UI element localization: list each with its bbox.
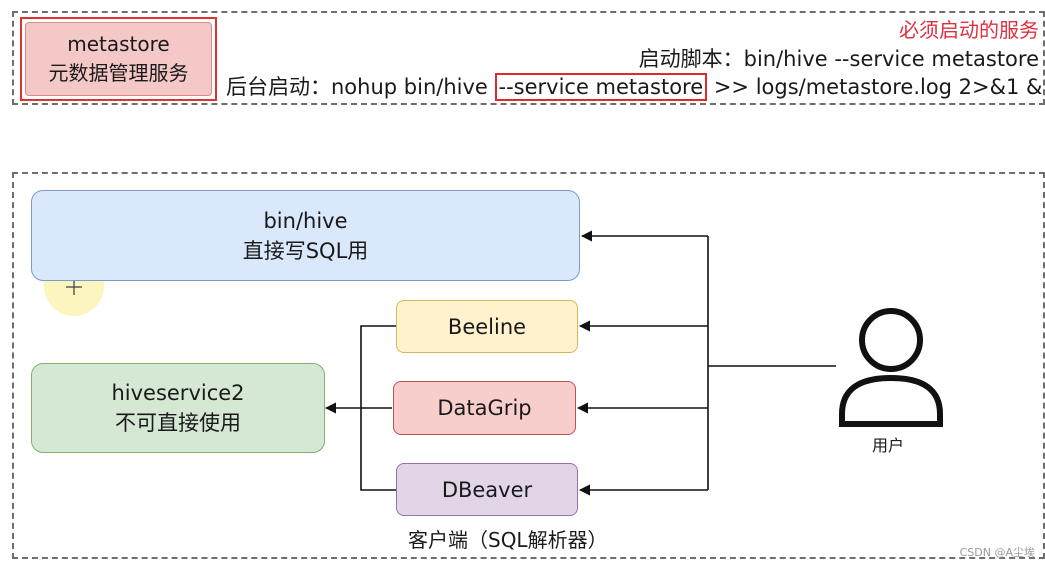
client-beeline-label: Beeline <box>447 314 527 339</box>
bin-hive-node[interactable]: bin/hive 直接写SQL用 <box>31 190 580 281</box>
background-start-label: 后台启动： <box>226 75 331 99</box>
hiveservice2-node[interactable]: hiveservice2 不可直接使用 <box>31 363 325 453</box>
hiveservice2-subtitle: 不可直接使用 <box>115 411 241 435</box>
service-metastore-highlight: --service metastore <box>494 73 708 101</box>
start-script-line: 启动脚本：bin/hive --service metastore <box>639 46 1039 72</box>
watermark: CSDN @A尘埃 <box>959 546 1035 559</box>
user-icon <box>839 308 943 427</box>
required-service-label: 必须启动的服务 <box>899 18 1039 42</box>
metastore-box-inner: metastore 元数据管理服务 <box>25 22 212 96</box>
clients-caption: 客户端（SQL解析器） <box>408 528 608 552</box>
top-section-frame <box>12 11 1045 105</box>
metastore-title: metastore <box>67 32 170 56</box>
client-datagrip[interactable]: DataGrip <box>393 381 576 435</box>
background-start-line: 后台启动：nohup bin/hive --service metastore … <box>226 73 1043 101</box>
user-label: 用户 <box>872 436 905 455</box>
metastore-subtitle: 元数据管理服务 <box>48 61 189 85</box>
client-dbeaver[interactable]: DBeaver <box>396 463 578 516</box>
hiveservice2-title: hiveservice2 <box>111 381 245 405</box>
start-script-label: 启动脚本： <box>638 47 744 71</box>
client-beeline[interactable]: Beeline <box>396 300 578 353</box>
bin-hive-subtitle: 直接写SQL用 <box>242 238 369 263</box>
metastore-box[interactable]: metastore 元数据管理服务 <box>20 17 217 101</box>
cursor-crosshair <box>66 279 82 295</box>
client-dbeaver-label: DBeaver <box>441 477 533 502</box>
client-section-frame <box>12 172 1045 559</box>
bin-hive-title: bin/hive <box>263 208 348 233</box>
client-datagrip-label: DataGrip <box>437 396 532 420</box>
background-start-prefix: nohup bin/hive <box>331 75 495 99</box>
background-start-suffix: >> logs/metastore.log 2>&1 & <box>707 75 1043 99</box>
start-script-command: bin/hive --service metastore <box>743 47 1039 71</box>
